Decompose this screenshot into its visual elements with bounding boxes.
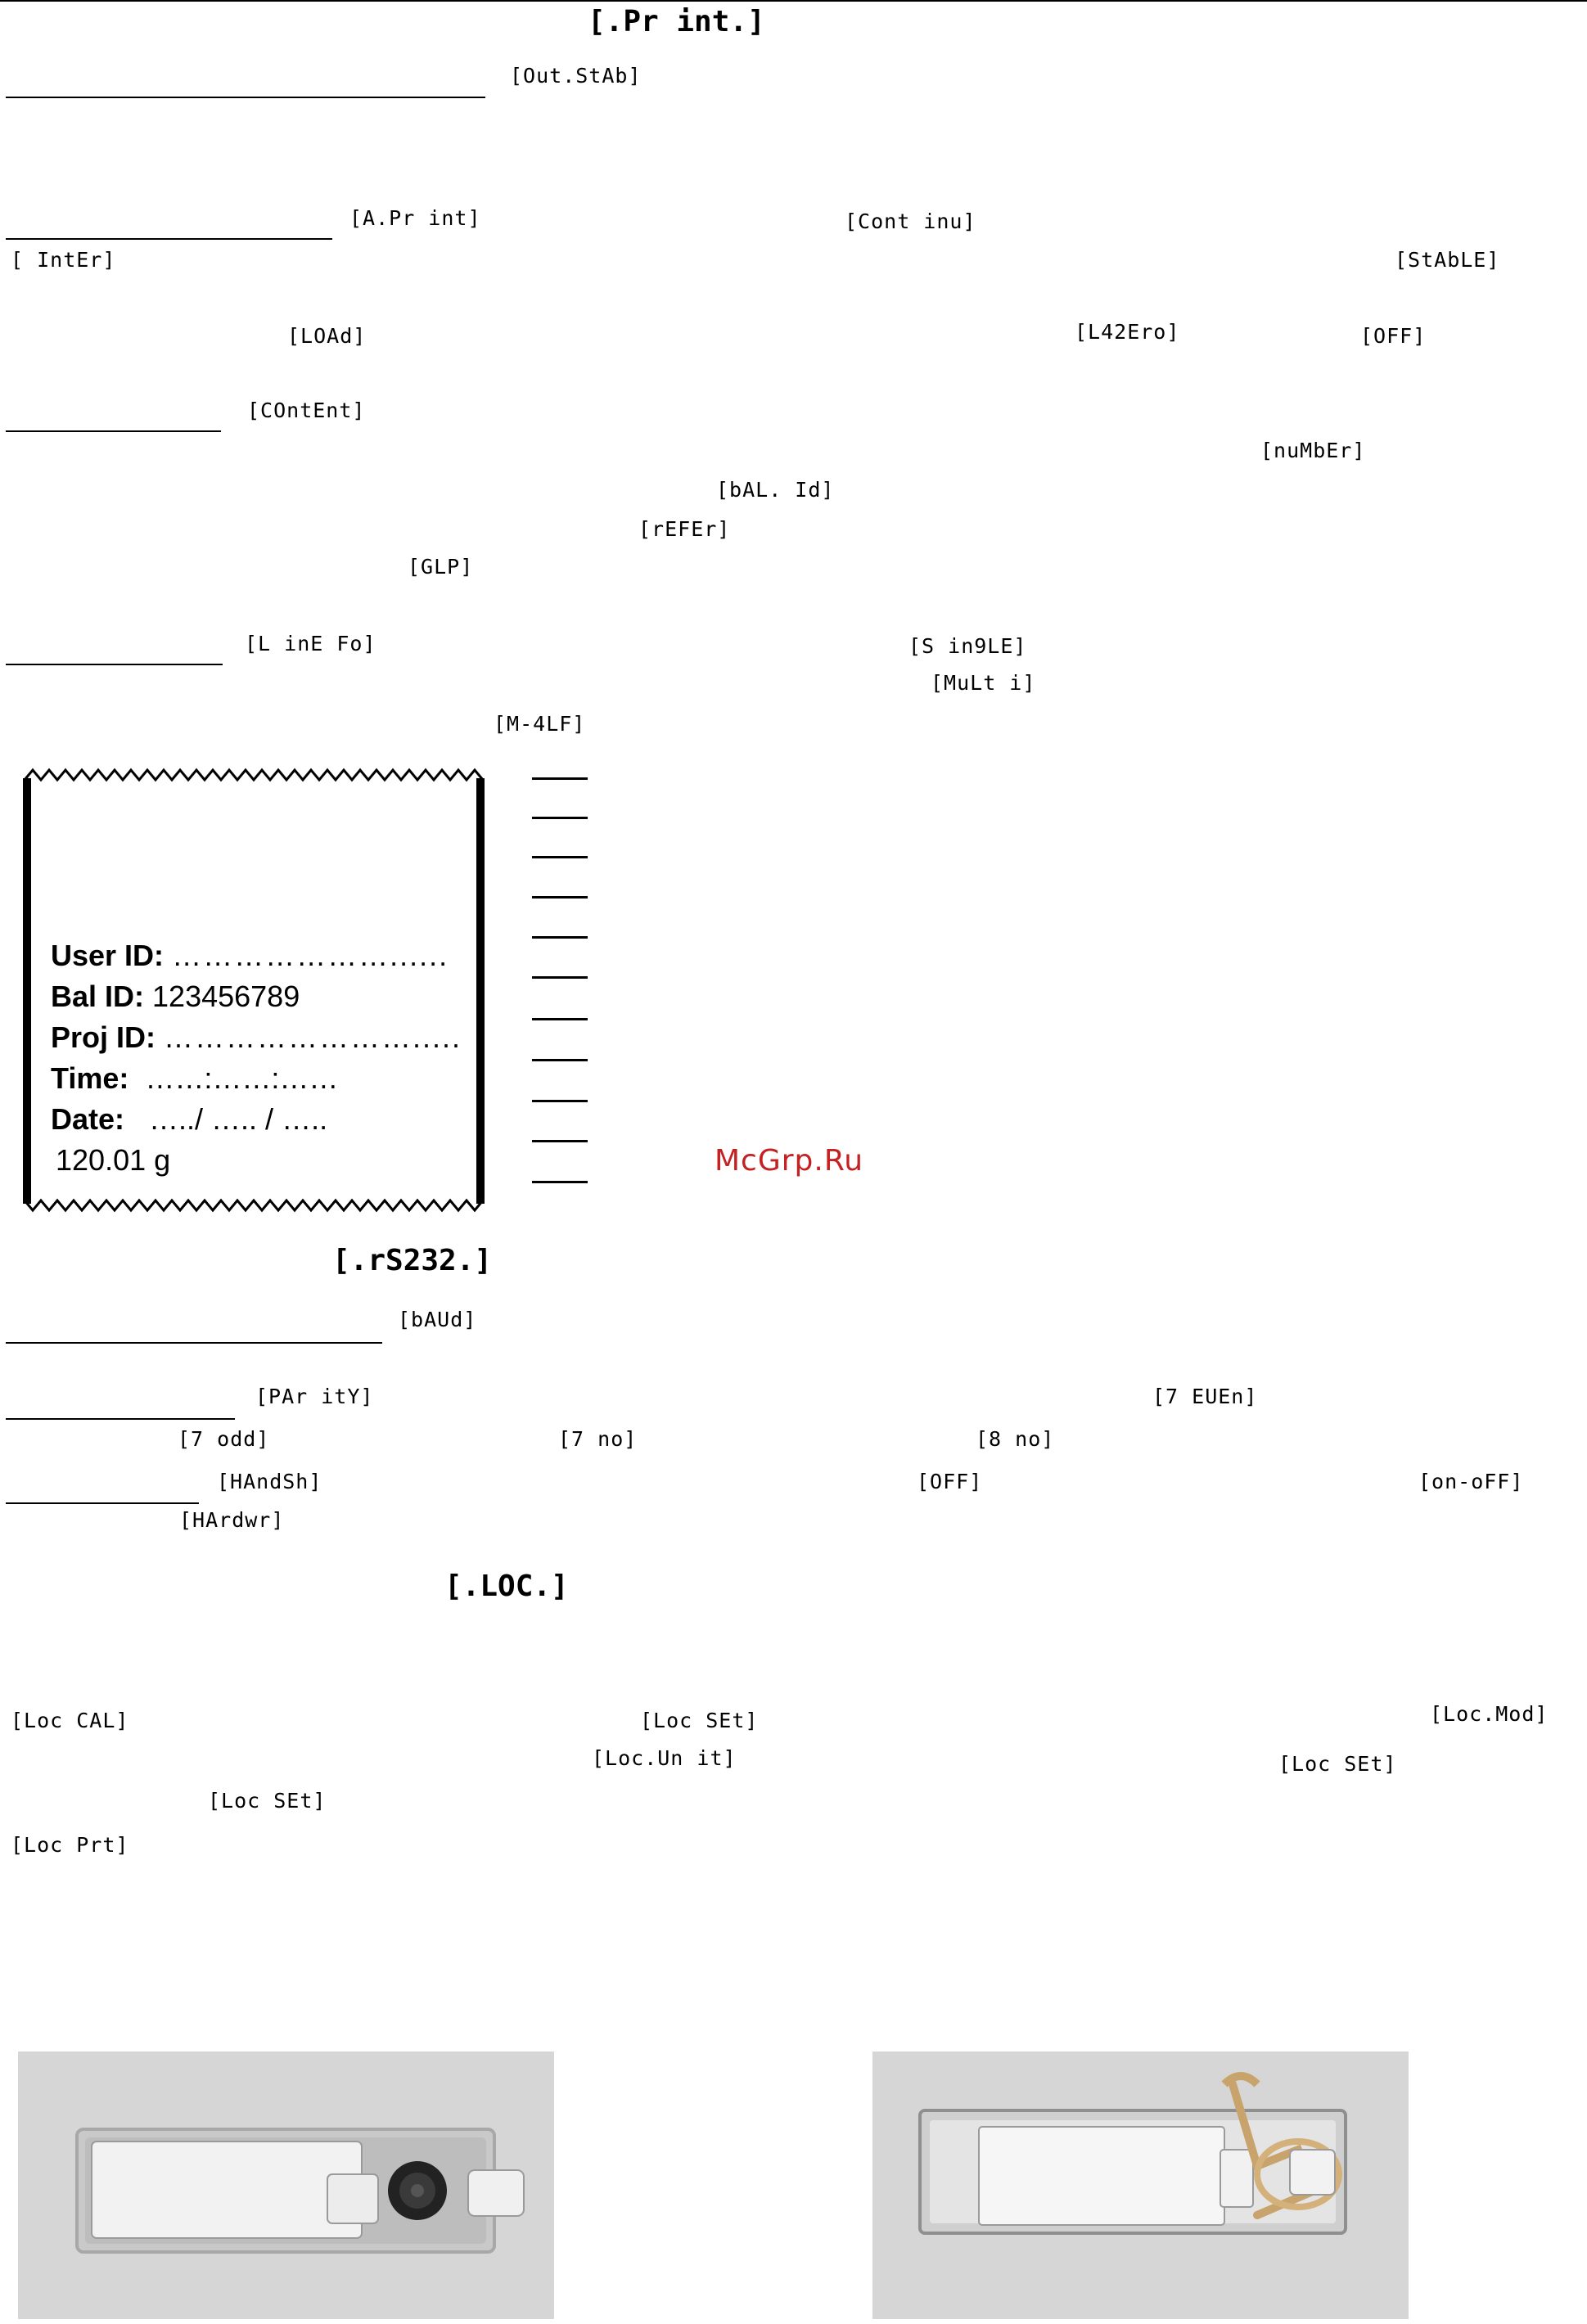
printout-date: Date: …../ ….. / ….. [51, 1102, 328, 1136]
handsh-code: [HAndSh] [217, 1470, 322, 1493]
multi-code: [MuLt i] [931, 671, 1036, 695]
line-feed-mark [532, 856, 588, 858]
printout-bal-id: Bal ID: 123456789 [51, 980, 300, 1013]
load-code: [LOAd] [287, 324, 367, 348]
eight-no-code: [8 no] [976, 1427, 1055, 1451]
line-feed-mark [532, 1181, 588, 1183]
seven-even-code: [7 EUEn] [1152, 1385, 1258, 1408]
line-feed-mark [532, 976, 588, 979]
printout-paper-outline [23, 768, 485, 1213]
glp-code: [GLP] [408, 555, 474, 579]
loc-set-code-1: [Loc SEt] [640, 1709, 759, 1732]
rule-handsh [6, 1502, 199, 1504]
print-menu-title: [.Pr int.] [588, 5, 765, 38]
content-code: [COntEnt] [247, 399, 366, 422]
rs232-menu-title: [.rS232.] [332, 1244, 493, 1277]
seven-odd-code: [7 odd] [178, 1427, 270, 1451]
loc-set-code-3: [Loc SEt] [208, 1789, 327, 1813]
loc-prt-code: [Loc Prt] [11, 1833, 129, 1857]
line-feed-mark [532, 936, 588, 939]
line-feed-mark [532, 777, 588, 780]
seven-no-code: [7 no] [558, 1427, 638, 1451]
printout-weight: 120.01 g [56, 1143, 171, 1177]
loc-mod-code: [Loc.Mod] [1430, 1702, 1549, 1726]
lock-switch-photo-unlocked [18, 2052, 554, 2319]
stable-code: [StAbLE] [1395, 248, 1500, 272]
rule-content [6, 430, 221, 432]
off-code: [OFF] [1360, 324, 1427, 348]
continu-code: [Cont inu] [845, 209, 976, 233]
watermark: McGrp.Ru [715, 1144, 864, 1178]
single-code: [S in9LE] [908, 634, 1027, 658]
refer-code: [rEFEr] [638, 517, 731, 541]
out-stab-code: [Out.StAb] [510, 64, 642, 88]
printout-time: Time: ……:……:…… [51, 1061, 339, 1095]
rule-parity [6, 1418, 235, 1420]
loc-unit-code: [Loc.Un it] [592, 1746, 737, 1770]
off-code-2: [OFF] [917, 1470, 983, 1493]
loc-cal-code: [Loc CAL] [11, 1709, 129, 1732]
rule-a-print [6, 238, 332, 240]
baud-code: [bAUd] [398, 1308, 477, 1331]
line-feed-mark [532, 1059, 588, 1061]
l42ero-code: [L42Ero] [1075, 320, 1180, 344]
bal-id-code: [bAL. Id] [716, 478, 835, 502]
rule-line-fo [6, 664, 223, 665]
line-feed-mark [532, 896, 588, 899]
number-code: [nuMbEr] [1260, 439, 1366, 462]
loc-set-code-2: [Loc SEt] [1278, 1752, 1397, 1776]
a-print-code: [A.Pr int] [349, 206, 481, 230]
printout-proj-id: Proj ID: ……………………..... [51, 1020, 462, 1054]
inter-code: [ IntEr] [11, 248, 116, 272]
line-feed-mark [532, 1018, 588, 1020]
line-feed-mark [532, 1100, 588, 1102]
line-fo-code: [L inE Fo] [245, 632, 376, 655]
line-feed-mark [532, 817, 588, 819]
on-off-code: [on-oFF] [1418, 1470, 1524, 1493]
m4lf-code: [M-4LF] [494, 712, 586, 736]
lock-switch-photo-sealed [872, 2052, 1409, 2319]
parity-code: [PAr itY] [255, 1385, 374, 1408]
top-rule [0, 0, 1587, 2]
line-feed-mark [532, 1140, 588, 1142]
loc-menu-title: [.LOC.] [444, 1570, 569, 1603]
printout-sample: User ID: …………………...... Bal ID: 123456789… [21, 765, 489, 1215]
printout-user-id: User ID: …………………...... [51, 939, 449, 972]
hardwr-code: [HArdwr] [179, 1508, 285, 1532]
rule-out-stab [6, 97, 485, 98]
rule-baud [6, 1342, 382, 1344]
